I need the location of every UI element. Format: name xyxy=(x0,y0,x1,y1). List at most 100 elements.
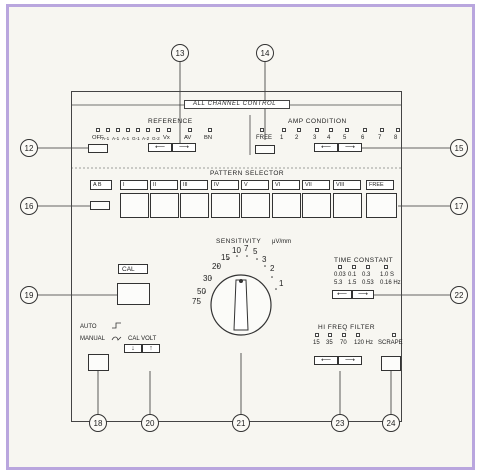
reference-led xyxy=(208,128,212,132)
sensitivity-scale-label: 2 xyxy=(270,264,275,273)
pattern-button[interactable] xyxy=(180,193,209,218)
reference-option-label: A-1 xyxy=(112,136,120,141)
pattern-button[interactable] xyxy=(150,193,179,218)
pattern-tab: VII xyxy=(302,180,330,190)
amp-condition-led xyxy=(297,128,301,132)
pattern-button[interactable] xyxy=(120,193,149,218)
callout-21: 21 xyxy=(232,414,250,432)
time-constant-hz: 0.16 Hz xyxy=(380,280,401,286)
amp-condition-led xyxy=(329,128,333,132)
pattern-button[interactable] xyxy=(211,193,240,218)
reference-heading: REFERENCE xyxy=(148,118,193,125)
reference-off-button[interactable] xyxy=(88,144,108,153)
time-constant-left-button[interactable]: ⟵ xyxy=(332,290,352,299)
time-constant-right-button[interactable]: ⟶ xyxy=(352,290,374,299)
sensitivity-knob-control[interactable] xyxy=(211,275,271,335)
reference-led xyxy=(126,128,130,132)
hi-freq-filter-option-label: 70 xyxy=(340,340,347,346)
reference-led xyxy=(188,128,192,132)
time-constant-led xyxy=(338,265,342,269)
amp-condition-option-label: 1 xyxy=(280,135,284,141)
callout-20: 20 xyxy=(141,414,159,432)
time-constant-seconds: 0.03 xyxy=(334,272,346,278)
scrape-button[interactable] xyxy=(381,356,401,371)
amp-condition-led xyxy=(282,128,286,132)
sensitivity-scale-label: 20 xyxy=(212,262,221,271)
auto-manual-button[interactable] xyxy=(88,354,109,371)
callout-24: 24 xyxy=(382,414,400,432)
sensitivity-scale-label: 10 xyxy=(232,246,241,255)
amp-right-button[interactable]: ⟶ xyxy=(338,143,362,152)
pattern-button[interactable] xyxy=(302,193,331,218)
amp-condition-option-label: 6 xyxy=(361,135,365,141)
manual-label: MANUAL xyxy=(80,336,106,342)
cal-volt-label: CAL VOLT xyxy=(128,336,157,342)
sensitivity-scale-label: 5 xyxy=(253,247,258,256)
cal-label-plate: CAL xyxy=(118,264,148,274)
callout-23: 23 xyxy=(331,414,349,432)
pattern-selector-heading: PATTERN SELECTOR xyxy=(210,170,285,177)
reference-led xyxy=(96,128,100,132)
pattern-tab: FREE xyxy=(366,180,394,190)
amp-left-button[interactable]: ⟵ xyxy=(314,143,338,152)
sensitivity-scale-label: 7 xyxy=(244,244,249,253)
hi-freq-right-button[interactable]: ⟶ xyxy=(338,356,362,365)
hi-freq-filter-led xyxy=(328,333,332,337)
pattern-tab: IV xyxy=(211,180,239,190)
time-constant-hz: 0.53 xyxy=(362,280,374,286)
hi-freq-filter-led xyxy=(342,333,346,337)
time-constant-led xyxy=(352,265,356,269)
hi-freq-filter-led xyxy=(356,333,360,337)
reference-left-button[interactable]: ⟵ xyxy=(148,143,172,152)
pattern-tab: II xyxy=(150,180,178,190)
pattern-ab-button[interactable] xyxy=(90,201,110,210)
callout-22: 22 xyxy=(450,286,468,304)
pattern-button[interactable] xyxy=(241,193,270,218)
cal-button[interactable] xyxy=(117,283,150,305)
amp-condition-option-label: 7 xyxy=(378,135,382,141)
amp-condition-led xyxy=(396,128,400,132)
time-constant-seconds: 1.0 S xyxy=(380,272,395,278)
cal-volt-up-button[interactable]: ↑ xyxy=(142,344,160,353)
reference-option-label: Vx xyxy=(163,135,170,141)
amp-condition-option-label: 3 xyxy=(313,135,317,141)
callout-15: 15 xyxy=(450,139,468,157)
sensitivity-scale-label: 1 xyxy=(279,279,284,288)
reference-right-button[interactable]: ⟶ xyxy=(172,143,196,152)
pattern-tab: I xyxy=(120,180,148,190)
reference-led xyxy=(156,128,160,132)
sensitivity-unit: μV/mm xyxy=(272,239,292,245)
amp-condition-heading: AMP CONDITION xyxy=(288,118,347,125)
callout-18: 18 xyxy=(89,414,107,432)
panel-title-plate: ALL CHANNEL CONTROL xyxy=(184,100,290,109)
sensitivity-scale-label: 15 xyxy=(221,253,230,262)
pattern-button[interactable] xyxy=(366,193,397,218)
reference-option-label: A-2 xyxy=(142,136,150,141)
pattern-tab: VI xyxy=(272,180,300,190)
pattern-button[interactable] xyxy=(272,193,301,218)
pattern-tab-ab: A B xyxy=(90,180,112,190)
hi-freq-filter-led xyxy=(315,333,319,337)
amp-condition-option-label: 5 xyxy=(343,135,347,141)
reference-option-label: G-1 xyxy=(132,136,140,141)
amp-condition-led xyxy=(363,128,367,132)
callout-13: 13 xyxy=(171,44,189,62)
time-constant-seconds: 0.3 xyxy=(362,272,371,278)
amp-free-button[interactable] xyxy=(255,145,275,154)
hi-freq-left-button[interactable]: ⟵ xyxy=(314,356,338,365)
reference-led xyxy=(167,128,171,132)
reference-option-label: A-1 xyxy=(102,136,110,141)
cal-volt-down-button[interactable]: ↓ xyxy=(124,344,142,353)
sensitivity-scale-label: 50 xyxy=(197,287,206,296)
sensitivity-scale-label: 3 xyxy=(262,255,267,264)
amp-condition-option-label: 4 xyxy=(327,135,331,141)
time-constant-led xyxy=(384,265,388,269)
time-constant-led xyxy=(366,265,370,269)
time-constant-hz: 5.3 xyxy=(334,280,343,286)
sensitivity-scale-label: 30 xyxy=(203,274,212,283)
scrape-label: SCRAPE xyxy=(378,340,403,346)
callout-14: 14 xyxy=(256,44,274,62)
hi-freq-filter-option-label: 35 xyxy=(326,340,333,346)
pattern-button[interactable] xyxy=(333,193,362,218)
amp-condition-led xyxy=(345,128,349,132)
